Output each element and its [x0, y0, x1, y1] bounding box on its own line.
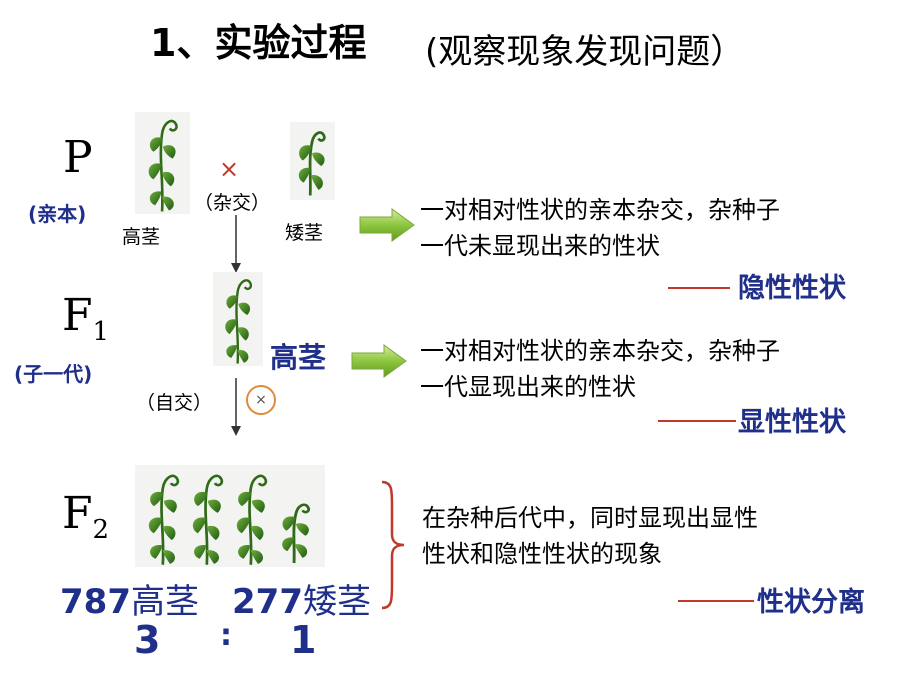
f2-tall-count: 787高茎 [60, 582, 199, 622]
self-cross-icon: × [246, 385, 276, 415]
short-plant-image [290, 122, 335, 200]
f1-plant-image [213, 272, 263, 366]
divider [678, 600, 754, 602]
p-short-label: 矮茎 [285, 222, 324, 244]
page-subtitle: (观察现象发现问题） [425, 32, 745, 72]
divider [668, 287, 730, 289]
f2-symbol: F2 [62, 488, 110, 545]
right-arrow-icon [351, 344, 407, 378]
down-arrow-icon [231, 215, 241, 273]
ratio-colon: : [220, 618, 232, 653]
cross-icon: × [219, 155, 240, 183]
self-cross-label: （自交） [136, 392, 213, 414]
ratio-right: 1 [290, 618, 317, 662]
cross-label: （杂交） [194, 192, 271, 214]
f1-sub-label: (子一代) [14, 362, 93, 386]
f1-plant-label: 高茎 [270, 341, 327, 374]
segregation-description: 在杂种后代中，同时显现出显性 性状和隐性性状的现象 [422, 504, 758, 568]
ratio-left: 3 [134, 618, 161, 662]
right-arrow-icon [359, 208, 415, 242]
p-symbol: P [63, 132, 93, 183]
tall-plant-image [135, 112, 190, 214]
f2-plants-image [135, 465, 325, 567]
p-tall-label: 高茎 [122, 226, 161, 248]
recessive-description: 一对相对性状的亲本杂交，杂种子 一代未显现出来的性状 [420, 196, 780, 260]
dominant-description: 一对相对性状的亲本杂交，杂种子 一代显现出来的性状 [420, 337, 780, 401]
brace-icon [381, 480, 405, 610]
f2-short-count: 277矮茎 [232, 582, 371, 622]
page-title: 1、实验过程 [150, 21, 367, 65]
down-arrow-icon [231, 378, 241, 436]
divider [658, 420, 736, 422]
f1-symbol: F1 [62, 290, 110, 347]
dominant-term: 显性性状 [738, 407, 846, 438]
segregation-term: 性状分离 [757, 587, 865, 618]
p-sub-label: (亲本) [28, 202, 87, 226]
recessive-term: 隐性性状 [738, 273, 846, 304]
